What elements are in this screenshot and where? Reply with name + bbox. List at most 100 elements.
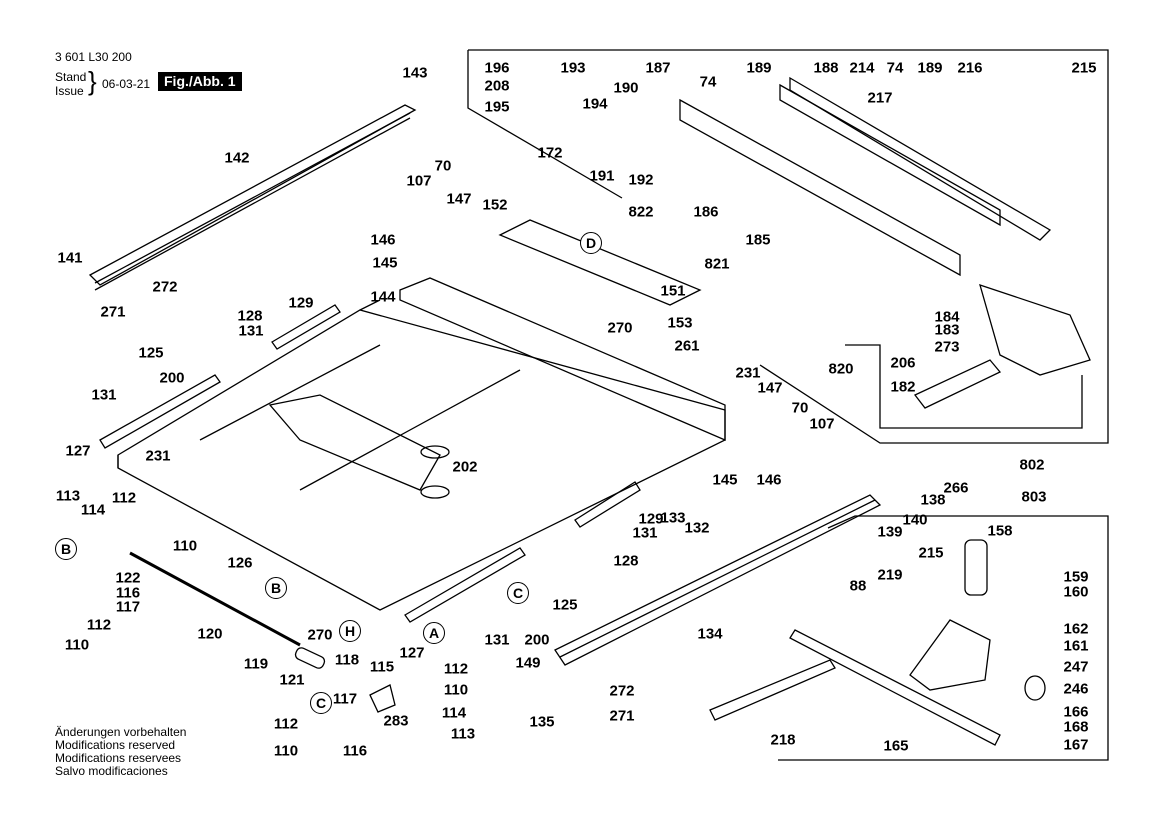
part-label-271: 271 [100, 303, 126, 321]
part-label-139: 139 [877, 523, 903, 541]
knob-158 [964, 539, 988, 596]
part-label-195: 195 [484, 98, 510, 116]
part-label-125a: 125 [138, 344, 164, 362]
part-label-114a: 114 [80, 501, 106, 519]
part-label-129b: 129 [638, 510, 664, 528]
part-label-110a: 110 [172, 537, 198, 555]
reference-circle-b-1: B [265, 577, 287, 599]
part-label-134: 134 [697, 625, 723, 643]
modification-notes: Änderungen vorbehalten Modifications res… [55, 726, 186, 778]
rear-rail-line-2 [94, 117, 411, 291]
part-label-131b: 131 [91, 386, 117, 404]
part-label-147b: 147 [757, 379, 783, 397]
part-label-140: 140 [902, 511, 928, 529]
part-label-132: 132 [684, 519, 710, 537]
part-label-161: 161 [1063, 637, 1089, 655]
part-label-112d: 112 [273, 715, 299, 733]
part-label-200b: 200 [524, 631, 550, 649]
part-number: 3 601 L30 200 [55, 50, 132, 64]
part-label-206: 206 [890, 354, 916, 372]
part-label-802: 802 [1019, 456, 1045, 474]
part-label-168: 168 [1063, 718, 1089, 736]
reference-circle-a-0: A [423, 622, 445, 644]
part-label-152: 152 [482, 196, 508, 214]
part-label-208: 208 [484, 77, 510, 95]
reference-circle-c-1: C [310, 692, 332, 714]
throat-plate [498, 219, 702, 306]
lever-115 [369, 684, 396, 713]
fence-body-189 [679, 98, 961, 277]
part-label-272: 272 [152, 278, 178, 296]
part-label-128b: 128 [613, 552, 639, 570]
part-label-88: 88 [849, 577, 867, 595]
part-label-126: 126 [227, 554, 253, 572]
part-label-147a: 147 [446, 190, 472, 208]
part-label-110c: 110 [443, 681, 469, 699]
part-label-160: 160 [1063, 583, 1089, 601]
part-label-191: 191 [589, 167, 615, 185]
part-label-231b: 231 [145, 447, 171, 465]
part-label-217: 217 [867, 89, 893, 107]
part-label-271b: 271 [609, 707, 635, 725]
part-label-143: 143 [402, 64, 428, 82]
part-label-820: 820 [828, 360, 854, 378]
part-label-117a: 117 [115, 598, 141, 616]
part-label-120: 120 [197, 625, 223, 643]
part-label-131a: 131 [238, 322, 264, 340]
part-label-183: 183 [934, 321, 960, 339]
part-label-153: 153 [667, 314, 693, 332]
guide-182 [913, 359, 1002, 409]
part-label-113a: 113 [55, 487, 81, 505]
note-de: Änderungen vorbehalten [55, 725, 187, 739]
part-label-117b: 117 [332, 690, 358, 708]
part-label-189a: 189 [746, 59, 772, 77]
part-label-122: 122 [115, 569, 141, 587]
part-label-151: 151 [660, 282, 686, 300]
part-label-107b: 107 [809, 415, 835, 433]
reference-circle-c-0: C [507, 582, 529, 604]
reference-circle-d-0: D [580, 232, 602, 254]
part-label-182: 182 [890, 378, 916, 396]
rear-rail-line [94, 112, 411, 284]
part-label-196: 196 [484, 59, 510, 77]
part-label-145a: 145 [372, 254, 398, 272]
part-label-283: 283 [383, 712, 409, 730]
part-label-192: 192 [628, 171, 654, 189]
part-label-146a: 146 [370, 231, 396, 249]
part-label-116b: 116 [342, 742, 368, 760]
insert-disc-bottom [420, 485, 450, 499]
miter-bar-165 [789, 629, 1001, 746]
part-label-202: 202 [452, 458, 478, 476]
guide-housing [979, 283, 1091, 376]
fence-head-bracket [467, 50, 623, 199]
part-label-112a: 112 [111, 489, 137, 507]
part-label-121: 121 [279, 671, 305, 689]
part-label-187: 187 [645, 59, 671, 77]
part-label-159: 159 [1063, 568, 1089, 586]
part-label-149: 149 [515, 654, 541, 672]
part-label-118: 118 [334, 651, 360, 669]
part-label-125b: 125 [552, 596, 578, 614]
note-fr: Modifications reservees [55, 751, 182, 765]
table-back [359, 299, 381, 311]
brace-icon: } [88, 66, 97, 96]
part-label-219: 219 [877, 566, 903, 584]
part-label-131d: 131 [632, 524, 658, 542]
side-rail-129 [271, 304, 341, 350]
fence-assembly-bracket [468, 49, 1109, 444]
part-label-145b: 145 [712, 471, 738, 489]
part-label-246: 246 [1063, 680, 1089, 698]
part-label-107a: 107 [406, 172, 432, 190]
part-label-272b: 272 [609, 682, 635, 700]
part-label-184: 184 [934, 308, 960, 326]
part-label-215b: 215 [918, 544, 944, 562]
issue-label: Issue [55, 84, 84, 98]
part-label-261: 261 [674, 337, 700, 355]
table-groove [199, 344, 381, 441]
stand-label: Stand [55, 70, 87, 84]
sleeve-119 [294, 647, 326, 669]
miter-head [909, 619, 991, 691]
part-label-162: 162 [1063, 620, 1089, 638]
